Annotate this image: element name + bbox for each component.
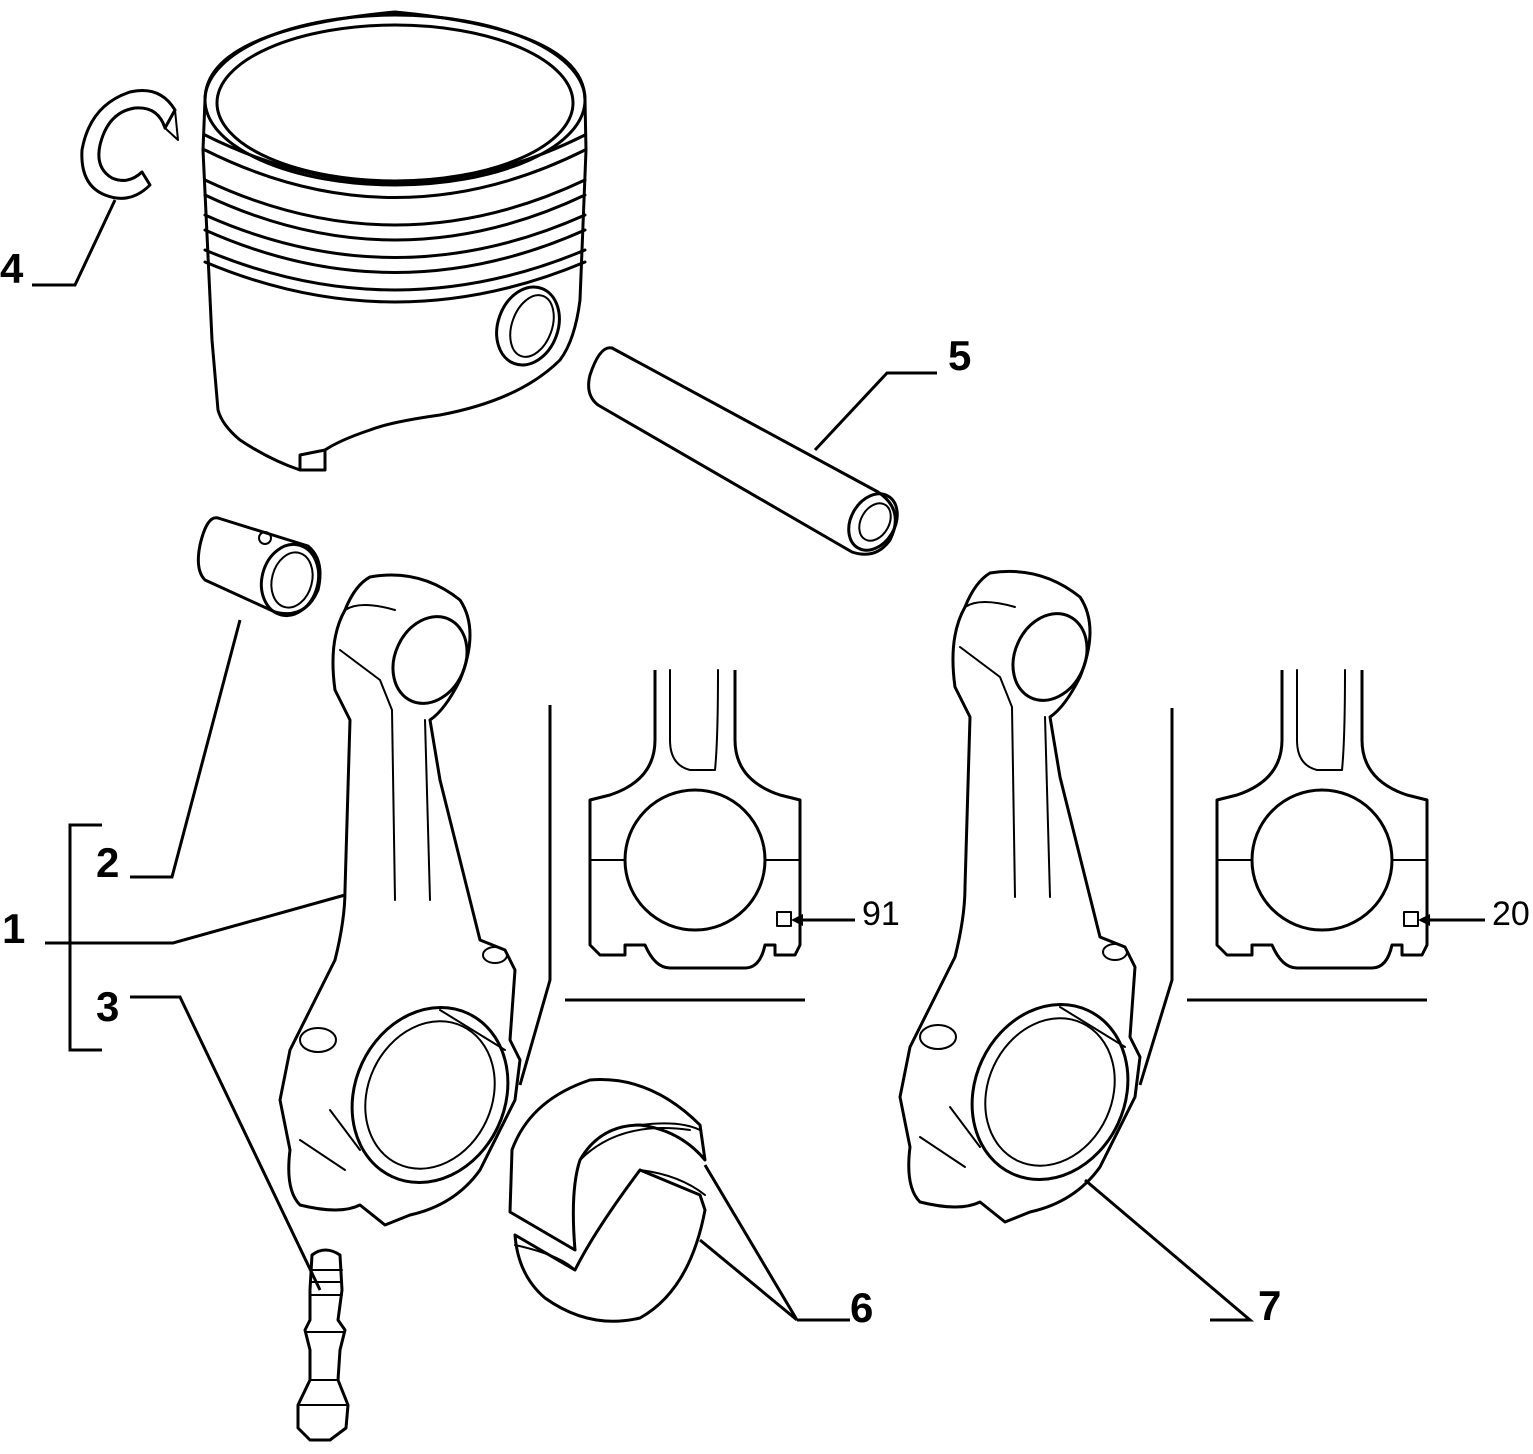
detail-inset-left <box>518 669 855 1086</box>
connecting-rod-right <box>898 569 1142 1224</box>
callout-2: 2 <box>96 839 119 886</box>
piston <box>201 10 588 472</box>
reference-91: 91 <box>862 895 900 933</box>
bearing-shells <box>508 1078 707 1323</box>
callout-4: 4 <box>0 245 24 292</box>
reference-20: 20 <box>1492 895 1530 933</box>
leader-lines <box>32 199 1255 1322</box>
callout-1: 1 <box>2 905 25 952</box>
callout-7: 7 <box>1258 1282 1281 1329</box>
callout-labels: 1 2 3 4 5 6 7 91 20 <box>0 245 1530 1331</box>
piston-pin <box>587 346 899 556</box>
connecting-rod-left <box>278 573 522 1227</box>
connecting-rod-bolt <box>296 1248 350 1442</box>
callout-5: 5 <box>948 332 971 379</box>
callout-3: 3 <box>96 983 119 1030</box>
small-end-bushing <box>196 516 322 618</box>
callout-6: 6 <box>850 1284 873 1331</box>
circlip <box>80 89 179 200</box>
detail-inset-right <box>1138 669 1485 1086</box>
